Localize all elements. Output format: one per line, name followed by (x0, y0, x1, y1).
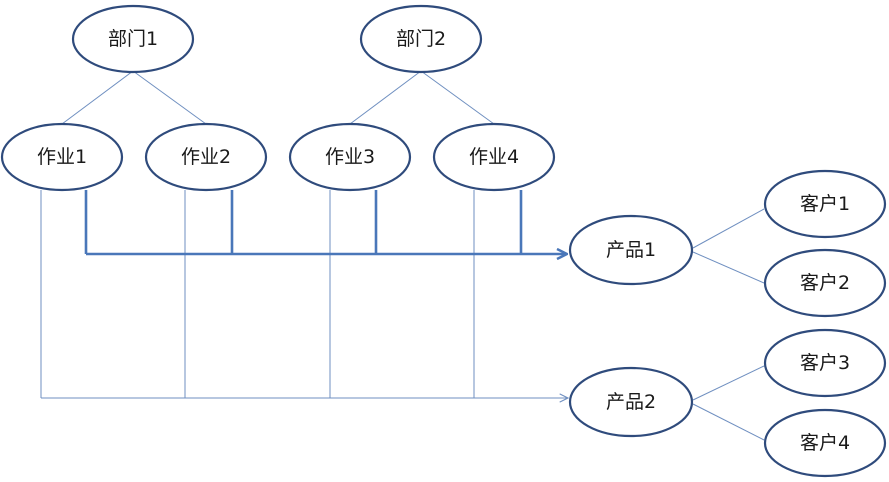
customer-connectors (692, 208, 765, 441)
node-customer3: 客户3 (763, 328, 887, 398)
department-connectors (61, 70, 495, 125)
node-product1: 产品1 (568, 214, 694, 286)
node-job4-label: 作业4 (469, 146, 519, 168)
edge-product2-customer3 (692, 365, 765, 401)
node-product2-label: 产品2 (606, 391, 656, 413)
edge-dept1-job1 (61, 70, 134, 125)
edge-dept2-job4 (420, 70, 495, 125)
product1-allocation-lines (84, 190, 567, 254)
node-job3-label: 作业3 (325, 146, 375, 168)
node-job2-label: 作业2 (181, 146, 231, 168)
edge-product1-customer2 (692, 251, 765, 284)
node-dept1-label: 部门1 (108, 28, 158, 50)
node-customer1: 客户1 (763, 169, 887, 239)
node-dept2-label: 部门2 (396, 28, 446, 50)
node-dept2: 部门2 (359, 4, 483, 74)
product2-allocation-lines (40, 190, 568, 398)
node-job2: 作业2 (144, 122, 268, 192)
edge-product1-customer1 (692, 208, 765, 249)
node-dept1: 部门1 (71, 4, 195, 74)
node-customer1-label: 客户1 (800, 193, 850, 215)
node-customer4: 客户4 (763, 408, 887, 478)
node-product1-label: 产品1 (606, 239, 656, 261)
node-job1-label: 作业1 (37, 146, 87, 168)
nodes: 部门1 部门2 作业1 作业2 作业3 作业4 产品1 产品2 (0, 4, 887, 478)
edge-dept2-job3 (349, 70, 422, 125)
edge-dept1-job2 (132, 70, 207, 125)
node-product2: 产品2 (568, 366, 694, 438)
node-job1: 作业1 (0, 122, 124, 192)
node-customer4-label: 客户4 (800, 432, 850, 454)
node-customer2-label: 客户2 (800, 272, 850, 294)
edge-product2-customer4 (692, 403, 765, 441)
node-job3: 作业3 (288, 122, 412, 192)
node-job4: 作业4 (432, 122, 556, 192)
node-customer3-label: 客户3 (800, 352, 850, 374)
node-customer2: 客户2 (763, 248, 887, 318)
